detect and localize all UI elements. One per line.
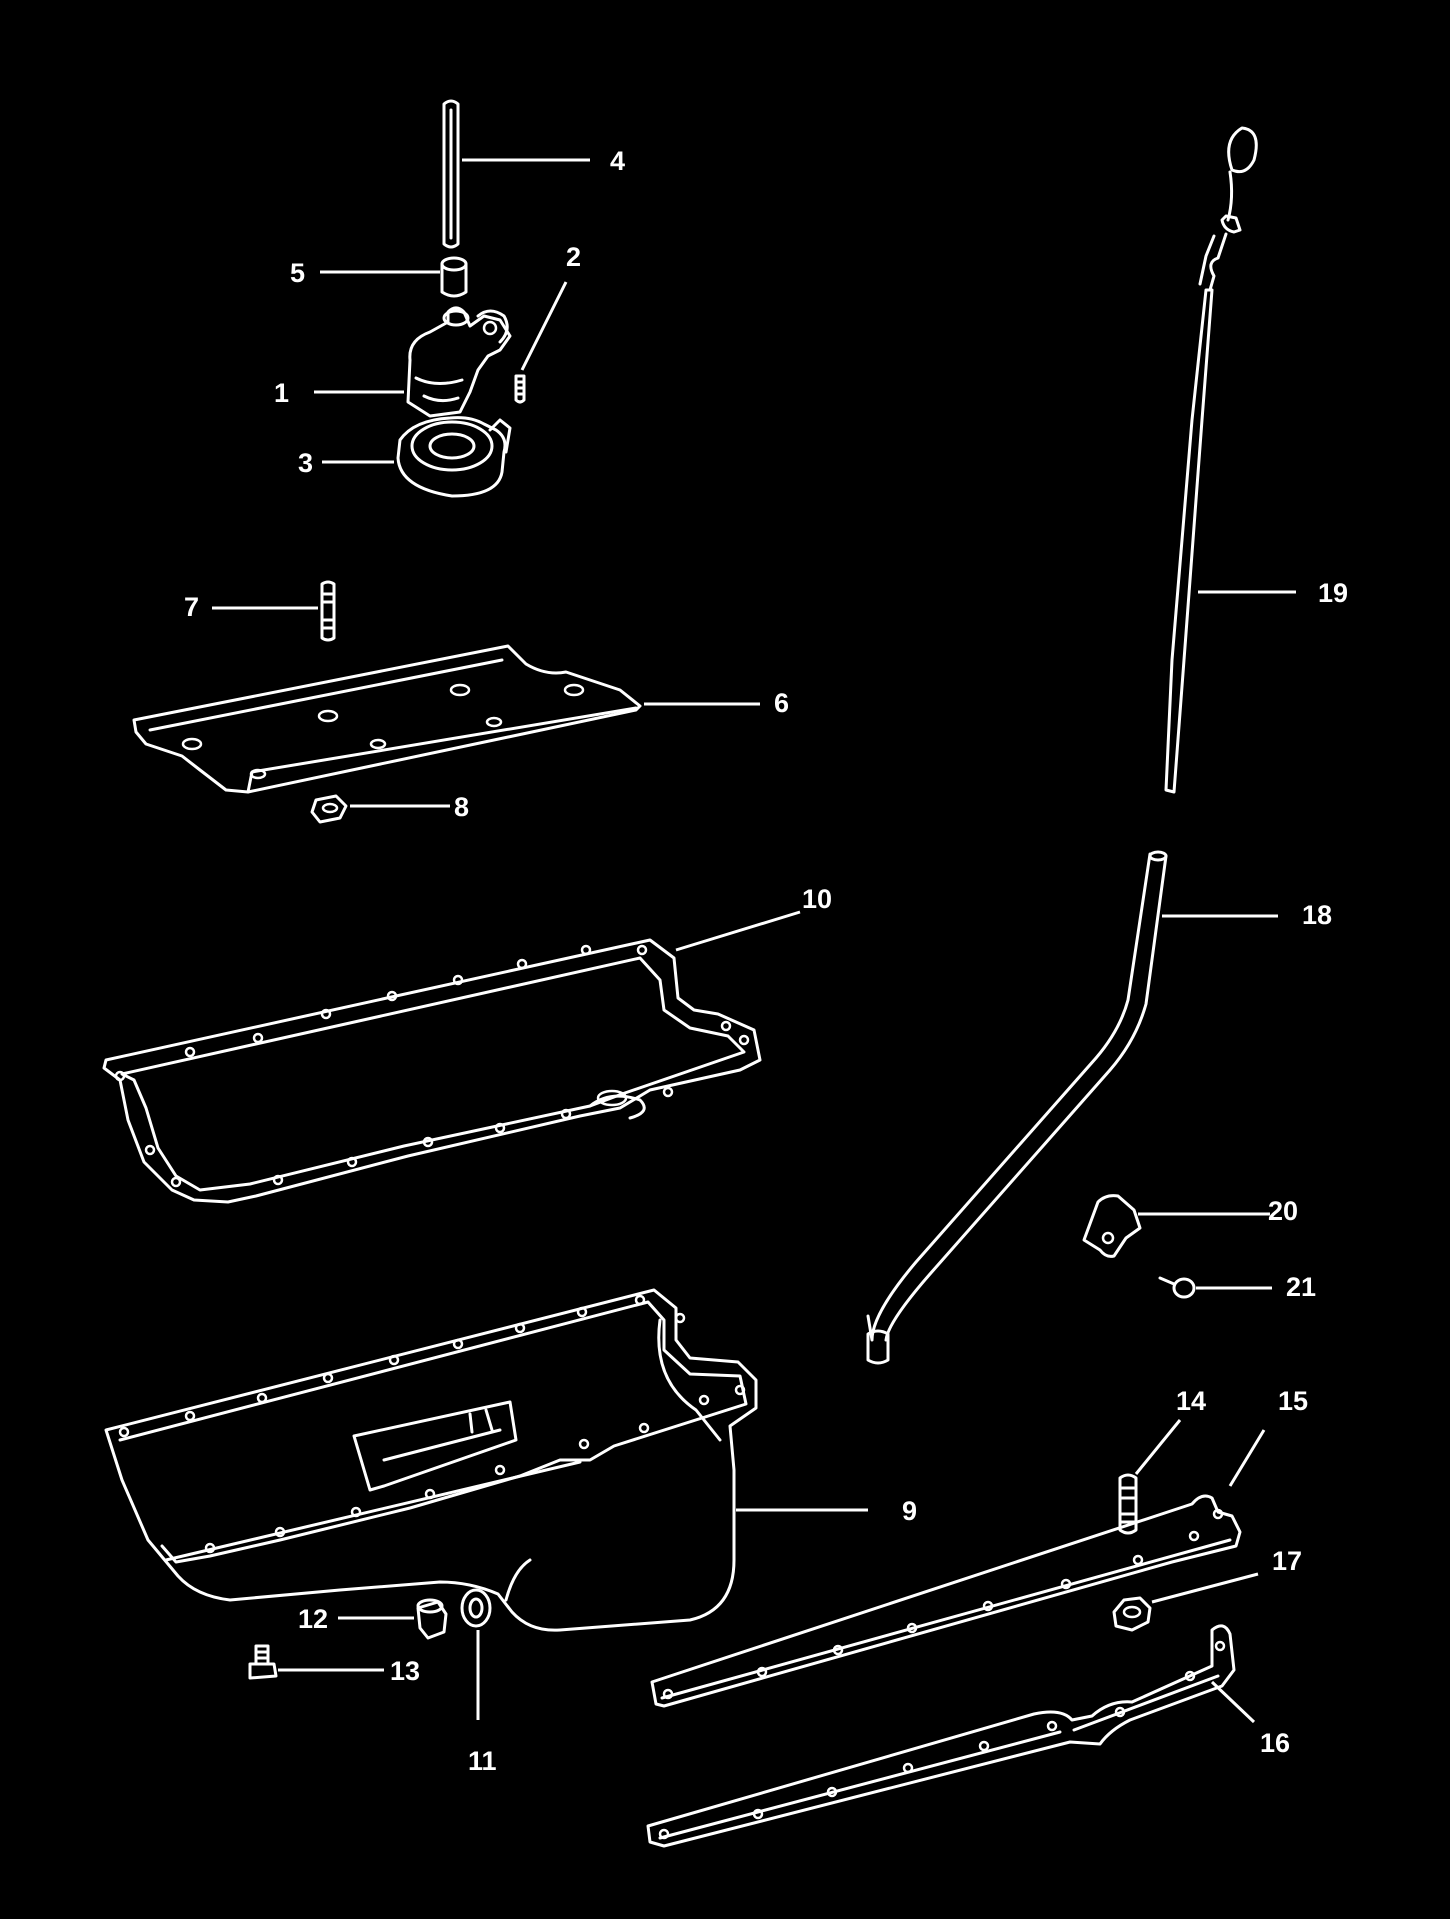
callout-16: 16: [1260, 1728, 1290, 1758]
callout-10: 10: [802, 884, 832, 914]
callout-18: 18: [1302, 900, 1332, 930]
callout-9: 9: [902, 1496, 917, 1526]
leader-lines: [212, 158, 1296, 1724]
callout-15: 15: [1278, 1386, 1308, 1416]
part-3-pickup-screen: [396, 416, 512, 498]
part-7-stud: [320, 580, 336, 642]
part-12-drain-plug: [416, 1598, 448, 1640]
leader-10: [675, 910, 801, 952]
part-11-washer: [460, 1588, 492, 1628]
callout-20: 20: [1268, 1196, 1298, 1226]
callout-4: 4: [610, 146, 625, 176]
part-4-pickup-tube: [442, 99, 460, 249]
leader-15: [1228, 1429, 1266, 1487]
leader-14: [1134, 1419, 1182, 1475]
leader-16: [1210, 1680, 1256, 1724]
callout-5: 5: [290, 258, 305, 288]
callout-2: 2: [566, 242, 581, 272]
callout-14: 14: [1176, 1386, 1206, 1416]
part-20-clip: [1082, 1194, 1142, 1258]
part-5-bushing: [440, 256, 468, 298]
part-17-nut: [1112, 1596, 1152, 1632]
part-6-windage-tray: [132, 644, 642, 794]
callout-11: 11: [468, 1746, 497, 1776]
part-16-reinforcement-strip: [646, 1624, 1236, 1848]
part-18-dipstick-tube: [866, 850, 1168, 1365]
part-13-bolt: [248, 1644, 278, 1680]
callout-13: 13: [390, 1656, 420, 1686]
part-19-dipstick: [1164, 126, 1258, 794]
callout-17: 17: [1272, 1546, 1302, 1576]
callout-19: 19: [1318, 578, 1348, 608]
part-9-oil-pan: [104, 1288, 758, 1632]
part-15-reinforcement-strip: [650, 1494, 1242, 1708]
part-2-bolt: [514, 374, 526, 404]
part-8-nut: [310, 794, 348, 824]
leader-2: [520, 281, 568, 371]
callout-21: 21: [1286, 1272, 1316, 1302]
part-1-oil-pump: [406, 306, 512, 418]
callout-12: 12: [298, 1604, 328, 1634]
part-10-oil-pan-gasket: [102, 938, 762, 1204]
callout-1: 1: [274, 378, 289, 408]
callout-6: 6: [774, 688, 789, 718]
callout-3: 3: [298, 448, 313, 478]
leader-17: [1151, 1572, 1259, 1604]
callouts: 4 5 2 1 3 7 6 8 10 9 12 13 11 19 18 20 2…: [184, 146, 1348, 1776]
callout-7: 7: [184, 592, 199, 622]
part-21-screw: [1158, 1276, 1196, 1299]
callout-8: 8: [454, 792, 469, 822]
